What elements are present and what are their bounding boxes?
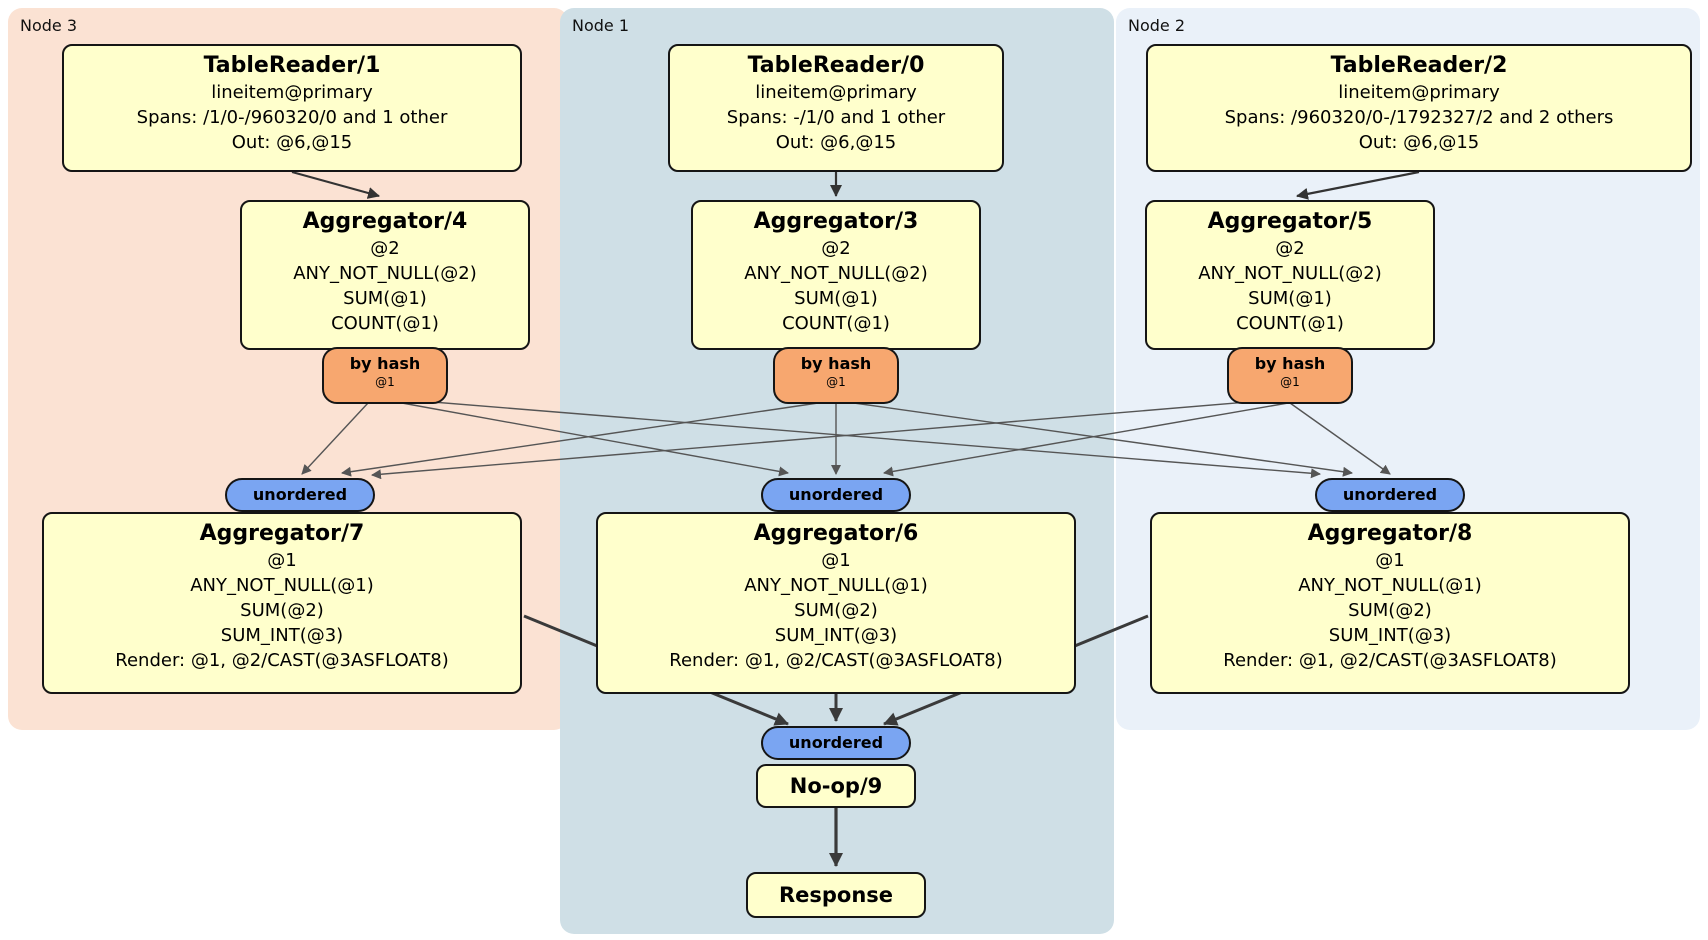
final-stream-unordered: unordered [761,726,911,760]
noop-box: No-op/9 [756,764,916,808]
aggregator-expr: ANY_NOT_NULL(@2) [744,263,928,284]
hash-router-key: @1 [826,375,846,389]
aggregator-group: @1 [821,550,851,571]
hash-router: by hash @1 [1227,347,1353,404]
aggregator-expr: ANY_NOT_NULL(@1) [1298,575,1482,596]
stream-unordered: unordered [1315,478,1465,512]
aggregator-expr: ANY_NOT_NULL(@2) [1198,263,1382,284]
aggregator-expr: SUM_INT(@3) [1328,625,1452,646]
aggregator-title: Aggregator/8 [1307,521,1473,546]
tablereader-spans: Spans: /960320/0-/1792327/2 and 2 others [1224,107,1614,128]
aggregator-group: @1 [1375,550,1405,571]
tablereader-box: TableReader/1 lineitem@primary Spans: /1… [62,44,522,172]
aggregator-expr: SUM(@1) [794,288,878,309]
aggregator-top-box: Aggregator/3 @2 ANY_NOT_NULL(@2) SUM(@1)… [691,200,981,350]
aggregator-group: @2 [821,238,851,259]
stream-unordered: unordered [225,478,375,512]
node-label: Node 2 [1128,16,1186,35]
hash-router-label: by hash [1254,354,1326,373]
hash-router-label: by hash [349,354,421,373]
tablereader-out: Out: @6,@15 [775,132,897,153]
tablereader-out: Out: @6,@15 [231,132,353,153]
aggregator-expr: SUM(@2) [794,600,878,621]
tablereader-title: TableReader/2 [1330,53,1508,78]
tablereader-spans: Spans: /1/0-/960320/0 and 1 other [136,107,448,128]
aggregator-bottom-box: Aggregator/8 @1 ANY_NOT_NULL(@1) SUM(@2)… [1150,512,1630,694]
node-label: Node 1 [572,16,630,35]
node-label: Node 3 [20,16,78,35]
hash-router: by hash @1 [773,347,899,404]
response-box: Response [746,872,926,918]
aggregator-expr: SUM(@2) [1348,600,1432,621]
aggregator-expr: SUM(@1) [343,288,427,309]
aggregator-top-box: Aggregator/4 @2 ANY_NOT_NULL(@2) SUM(@1)… [240,200,530,350]
aggregator-bottom-box: Aggregator/7 @1 ANY_NOT_NULL(@1) SUM(@2)… [42,512,522,694]
tablereader-table: lineitem@primary [1338,82,1500,103]
aggregator-title: Aggregator/5 [1207,209,1373,234]
hash-router: by hash @1 [322,347,448,404]
aggregator-expr: SUM_INT(@3) [220,625,344,646]
hash-router-key: @1 [1280,375,1300,389]
aggregator-expr: ANY_NOT_NULL(@1) [744,575,928,596]
hash-router-key: @1 [375,375,395,389]
aggregator-expr: SUM(@2) [240,600,324,621]
stream-unordered: unordered [761,478,911,512]
aggregator-render: Render: @1, @2/CAST(@3ASFLOAT8) [669,650,1003,671]
aggregator-title: Aggregator/7 [199,521,365,546]
tablereader-table: lineitem@primary [755,82,917,103]
aggregator-bottom-box: Aggregator/6 @1 ANY_NOT_NULL(@1) SUM(@2)… [596,512,1076,694]
aggregator-expr: COUNT(@1) [331,313,439,334]
response-title: Response [778,883,894,907]
tablereader-title: TableReader/1 [203,53,381,78]
tablereader-title: TableReader/0 [747,53,925,78]
aggregator-group: @1 [267,550,297,571]
aggregator-expr: ANY_NOT_NULL(@2) [293,263,477,284]
aggregator-title: Aggregator/6 [753,521,919,546]
aggregator-group: @2 [370,238,400,259]
aggregator-expr: ANY_NOT_NULL(@1) [190,575,374,596]
hash-router-label: by hash [800,354,872,373]
aggregator-top-box: Aggregator/5 @2 ANY_NOT_NULL(@2) SUM(@1)… [1145,200,1435,350]
aggregator-render: Render: @1, @2/CAST(@3ASFLOAT8) [1223,650,1557,671]
aggregator-expr: COUNT(@1) [782,313,890,334]
aggregator-expr: COUNT(@1) [1236,313,1344,334]
aggregator-title: Aggregator/4 [302,209,468,234]
noop-title: No-op/9 [789,774,883,798]
tablereader-out: Out: @6,@15 [1358,132,1480,153]
aggregator-render: Render: @1, @2/CAST(@3ASFLOAT8) [115,650,449,671]
tablereader-table: lineitem@primary [211,82,373,103]
tablereader-spans: Spans: -/1/0 and 1 other [726,107,946,128]
tablereader-box: TableReader/0 lineitem@primary Spans: -/… [668,44,1004,172]
tablereader-box: TableReader/2 lineitem@primary Spans: /9… [1146,44,1692,172]
aggregator-expr: SUM_INT(@3) [774,625,898,646]
aggregator-group: @2 [1275,238,1305,259]
aggregator-expr: SUM(@1) [1248,288,1332,309]
aggregator-title: Aggregator/3 [753,209,919,234]
